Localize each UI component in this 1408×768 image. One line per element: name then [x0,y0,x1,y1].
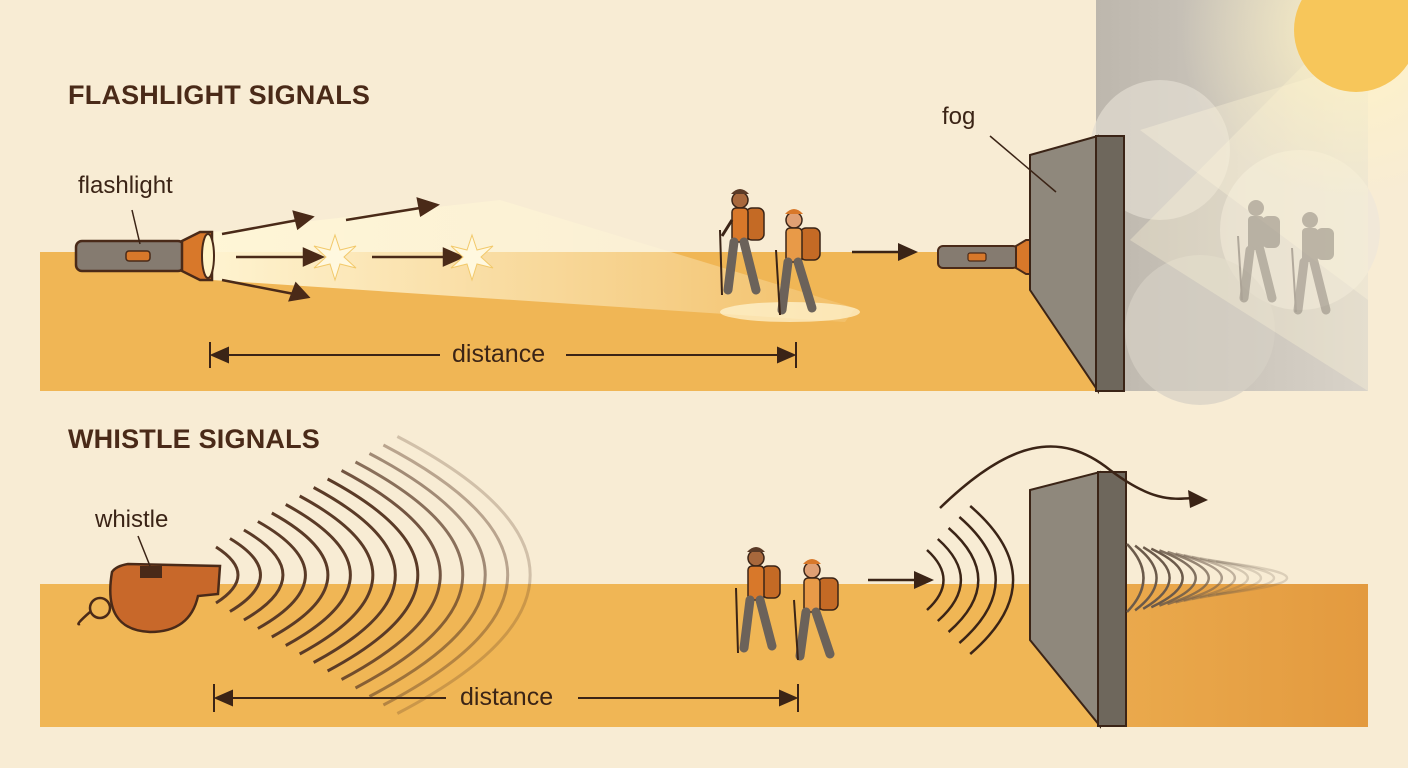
sound-wave-arc [382,443,510,707]
flash-sparkle-2 [450,233,494,282]
distance-label-top: distance [452,340,546,368]
whistle-label: whistle [95,506,169,533]
flashlight-leader [131,209,141,245]
sound-wave-arc [1150,547,1184,609]
sound-wave-arc [340,469,442,681]
sound-wave-arc [257,520,307,630]
distance-measure-top [209,342,797,368]
sound-wave-arc [1134,544,1158,612]
sun-icon [1180,0,1408,200]
flashlight-panel [40,0,1408,405]
sound-wave-arc [1199,557,1263,599]
sound-wave-arc [1183,553,1236,603]
flashlight-label: flashlight [78,172,173,199]
hiker-icon [793,559,839,661]
sound-wave-arc [1207,558,1276,598]
light-arrows [221,197,466,302]
hiker-icon [719,189,765,296]
sound-wave-arc [958,516,997,644]
arrow-icon [939,445,1208,509]
fog-leader [989,135,1057,193]
sound-wave-arc [354,460,465,690]
whistle-section-title: WHISTLE SIGNALS [68,424,320,454]
flashlight-section-title: FLASHLIGHT SIGNALS [68,80,371,110]
hiker-icon [735,547,781,654]
fog-label: fog [942,103,976,130]
distance-measure-bottom [213,684,799,712]
sound-wave-arc [285,503,352,647]
sound-wave-arc [271,511,330,639]
fog-wall [1029,134,1125,395]
sound-wall [1029,470,1127,729]
distance-label-bottom: distance [460,683,554,711]
sound-wave-arc [298,494,375,656]
sound-wave-arc [1158,549,1197,607]
sound-wave-icon [215,435,532,715]
ground-bottom-right [1124,584,1368,727]
hiker-icon [1237,200,1280,303]
sound-wave-arc [1175,552,1223,604]
sound-wave-arc [947,527,980,633]
sound-wave-arc [1142,546,1171,610]
sound-wave-arc [229,537,262,613]
arrow-icon [852,243,918,261]
whistle-leader [137,535,151,567]
sound-wave-arc [1126,543,1145,613]
sound-wave-arc [1167,550,1210,606]
hiker-icon [1291,212,1334,315]
sound-wave-arc [312,486,397,664]
arrow-icon [868,571,934,589]
sound-wave-arc [1191,555,1249,601]
sound-wave-icon [926,505,1015,655]
flashlight-icon [74,230,215,282]
whistle-icon [77,562,222,634]
sound-wave-arc [926,549,945,611]
sound-wave-arc [1215,560,1288,596]
sound-wave-arc [243,528,285,622]
sound-wave-icon [1126,543,1288,613]
sound-wave-arc [396,435,532,715]
light-beam [212,200,855,322]
sound-wave-arc [368,452,487,698]
sound-wave-arc [969,505,1015,655]
sound-wave-arc [936,538,962,622]
sound-wave-arc [215,545,240,605]
hiker-icon [775,209,821,316]
sound-wave-arc [326,477,420,673]
whistle-panel [40,435,1368,729]
flash-sparkle-1 [313,233,357,282]
ground-bottom [40,584,1100,727]
